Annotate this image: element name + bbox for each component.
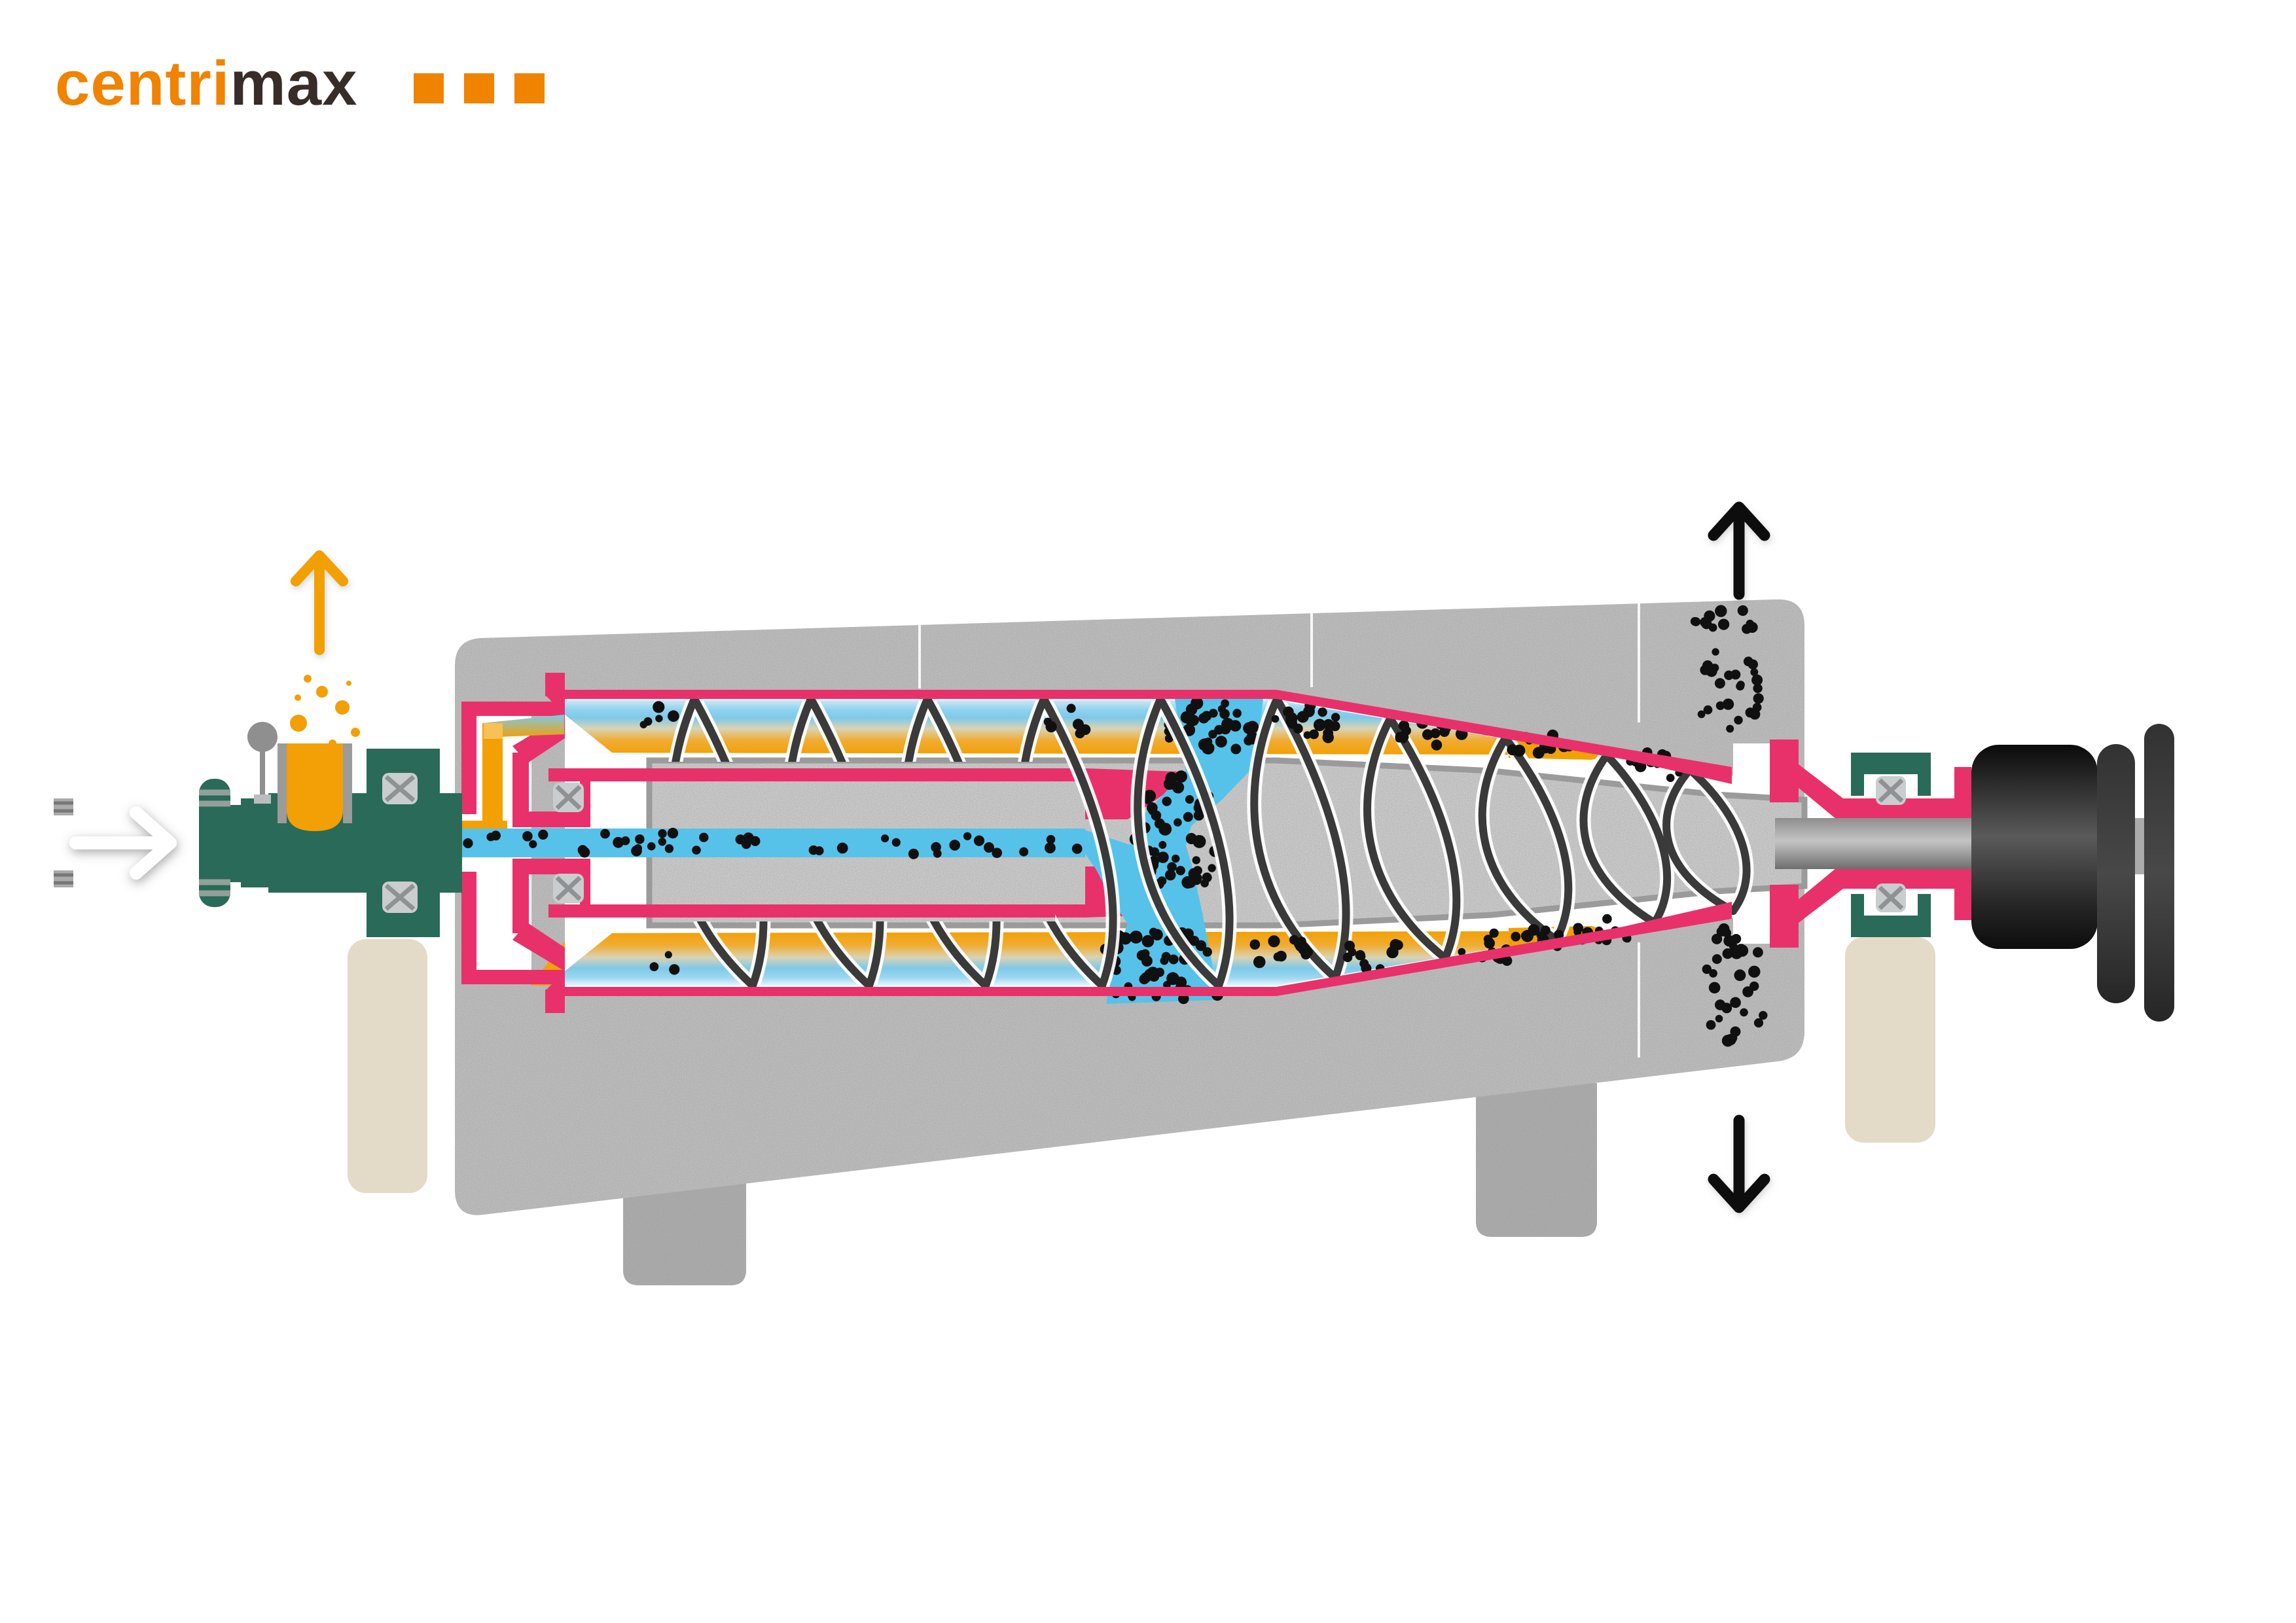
scroll-flights-cylindrical — [664, 692, 1121, 993]
pulley-shaft — [2132, 818, 2147, 874]
feed-pipe-assembly — [54, 749, 462, 937]
bearing-x-symbol — [382, 882, 418, 913]
logo-square — [464, 73, 494, 103]
solids-discharge-arrow-down — [1708, 1115, 1770, 1213]
feed-zone-flow — [1085, 699, 1263, 1004]
gray-foot-right — [1476, 1083, 1597, 1237]
logo-text-primary: centri — [55, 48, 230, 118]
gearbox — [1971, 745, 2098, 949]
solids-discharge-arrow-up — [1708, 501, 1770, 600]
pulley-disc-inner — [2097, 744, 2135, 1003]
ball-valve — [247, 722, 278, 804]
bearing-x-symbol — [1876, 776, 1906, 805]
logo: centrimax — [55, 48, 545, 118]
bearing-x-symbol — [1876, 883, 1906, 912]
gray-foot-left — [623, 1178, 746, 1285]
bearing-x-symbol — [382, 773, 418, 804]
band-end-white-bottom — [565, 933, 612, 971]
bearing-x-symbol — [553, 874, 584, 903]
bowl-wall-bottom — [565, 902, 1732, 996]
bowl-wall-top — [565, 690, 1732, 784]
svg-text:centrimax: centrimax — [55, 48, 358, 118]
right-head-pink — [1770, 740, 1971, 948]
solids-dots-clusters — [639, 605, 1768, 1047]
collector-cup — [287, 743, 343, 831]
housing-seams — [918, 603, 1640, 1058]
bearing-x-symbol — [553, 783, 584, 812]
logo-square — [414, 73, 444, 103]
feed-inlet-arrow — [69, 806, 177, 880]
logo-text-secondary: max — [230, 48, 357, 118]
liquid-collector — [278, 743, 352, 831]
logo-square — [514, 73, 545, 103]
flange-stripes — [199, 789, 230, 897]
pulley-disc-outer — [2144, 724, 2174, 1022]
bearing-symbols — [382, 773, 1906, 913]
drive-bearing-brackets — [1851, 753, 1931, 937]
inlet-stub-flanges — [54, 798, 73, 887]
band-end-white-top — [565, 715, 612, 753]
liquid-droplets — [290, 675, 360, 757]
feed-flange — [199, 779, 230, 907]
drive-shaft — [1775, 818, 1973, 869]
logo-squares — [414, 73, 545, 103]
scroll-flights-cone — [1130, 692, 1754, 993]
beige-foot-right — [1845, 937, 1935, 1143]
liquid-discharge-arrow — [291, 550, 348, 655]
valve-ball — [247, 722, 278, 752]
beige-foot-left — [348, 939, 427, 1193]
